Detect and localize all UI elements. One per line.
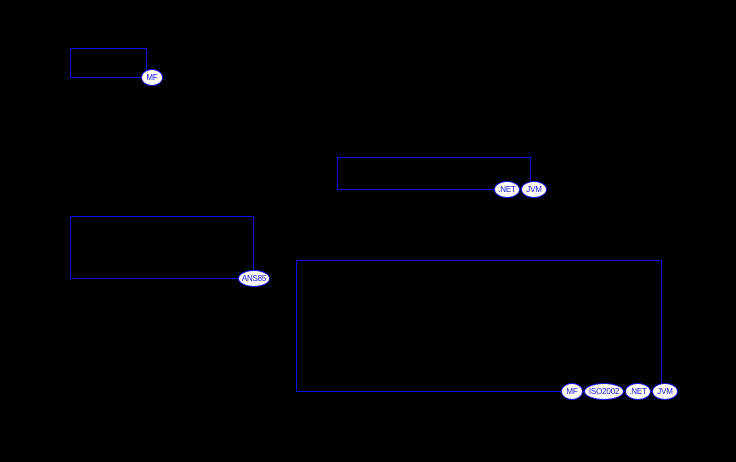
box-top-left-badges: MF [141,69,163,86]
badge-iso2002[interactable]: ISO2002 [584,383,624,400]
box-middle-left[interactable] [70,216,254,279]
badge-jvm[interactable]: JVM [521,181,547,198]
box-middle-left-badges: ANS85 [238,270,270,287]
badge-jvm[interactable]: JVM [652,383,678,400]
badge-net[interactable]: .NET [625,383,651,400]
box-bottom-right[interactable] [296,260,662,392]
badge-net[interactable]: .NET [494,181,520,198]
box-middle-right[interactable] [337,157,531,190]
box-top-left[interactable] [70,48,147,78]
badge-mf[interactable]: MF [141,69,163,86]
badge-ans85[interactable]: ANS85 [238,270,270,287]
badge-mf[interactable]: MF [561,383,583,400]
